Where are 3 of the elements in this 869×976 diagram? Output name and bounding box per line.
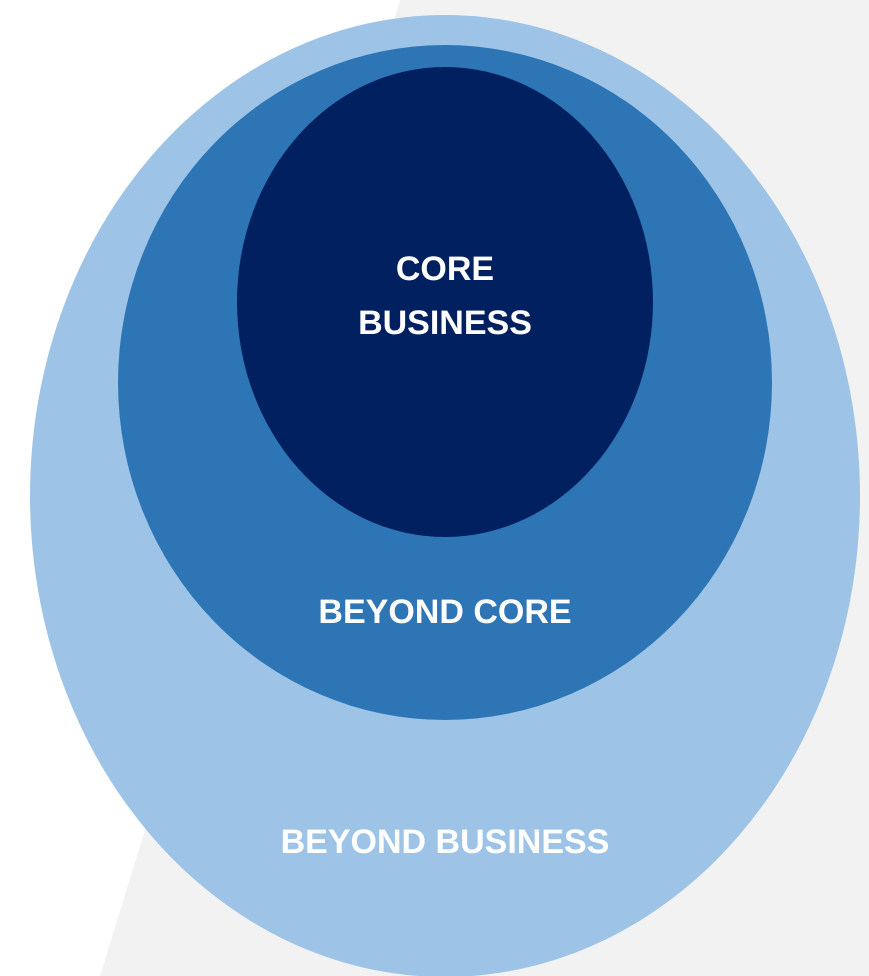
ellipse-label: BEYOND BUSINESS xyxy=(280,822,610,863)
ellipse-label: CORE BUSINESS xyxy=(357,249,533,344)
ellipse-label: BEYOND CORE xyxy=(317,592,573,633)
